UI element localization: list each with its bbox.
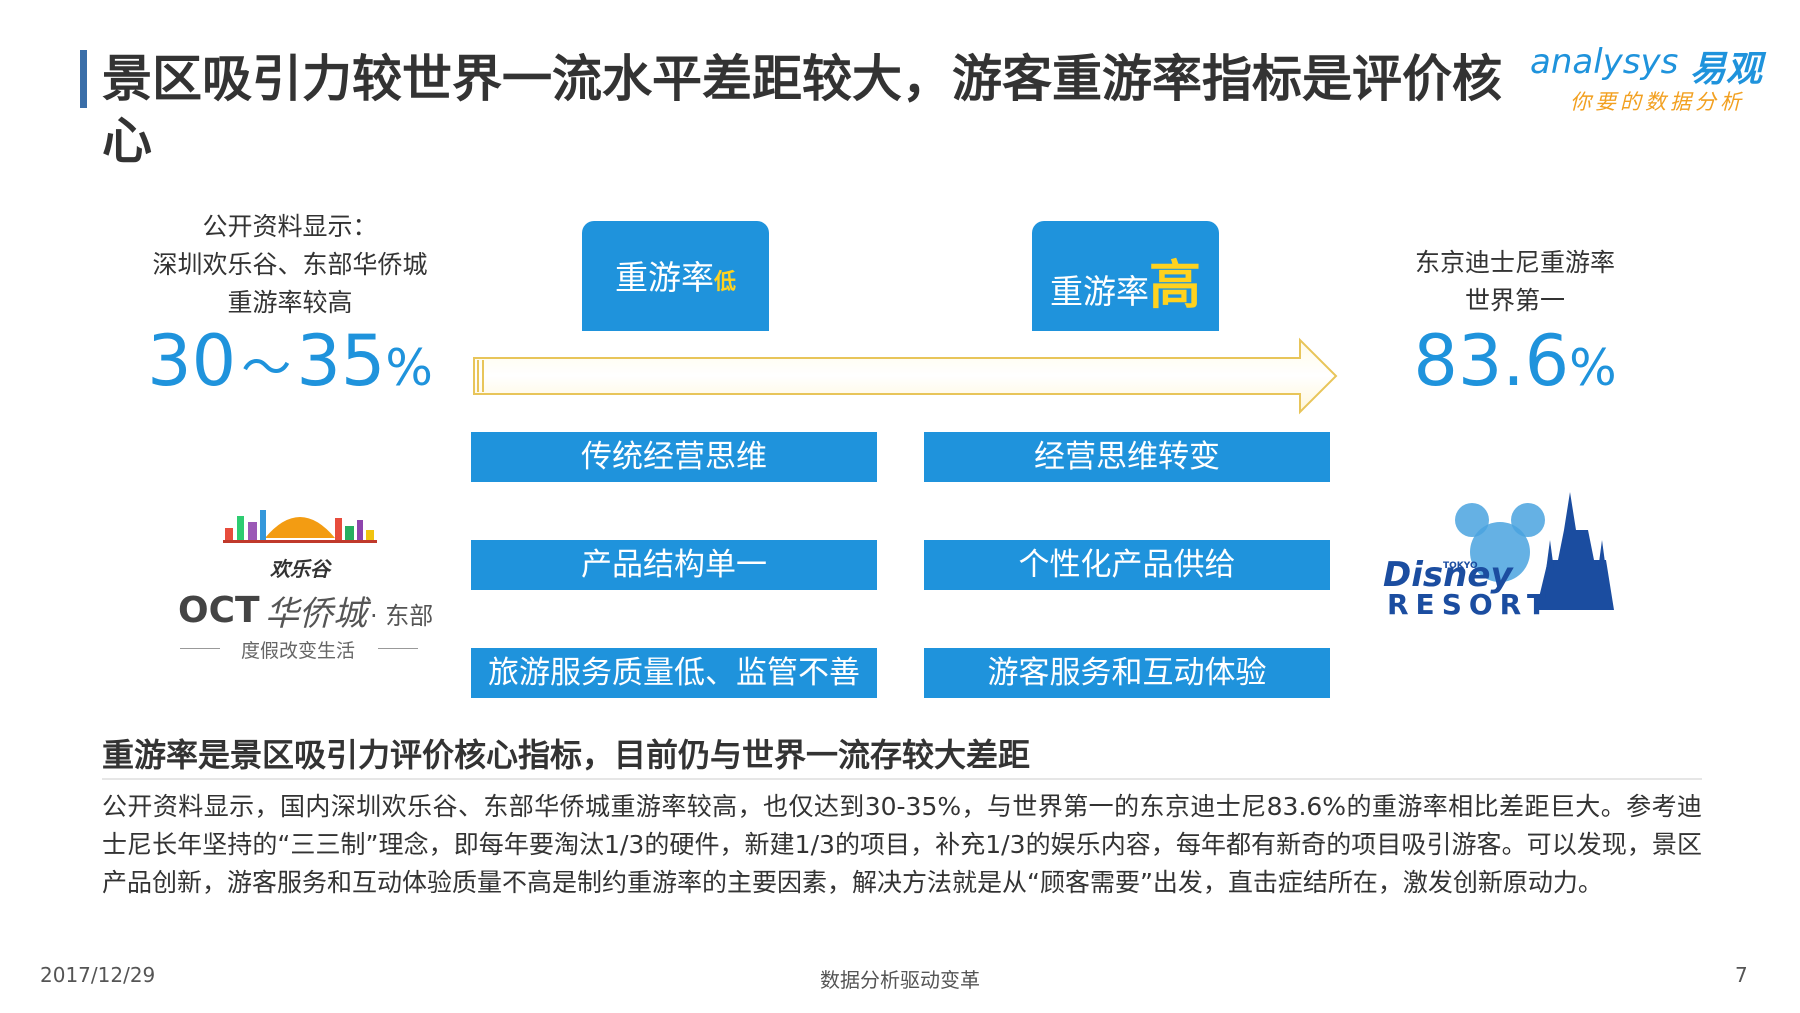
right-stat-value: 83.6% xyxy=(1380,320,1650,402)
header-box-high: 重游率高 xyxy=(1032,221,1219,331)
left-stat-caption: 公开资料显示： 深圳欢乐谷、东部华侨城 重游率较高 xyxy=(100,208,480,322)
left-stat-value: 30 ～ 35% xyxy=(100,320,480,402)
header-high-tag: 高 xyxy=(1148,256,1201,316)
right-item-bar: 经营思维转变 xyxy=(924,432,1330,482)
disney-resort: RESORT xyxy=(1387,588,1554,621)
oct-slogan-divider xyxy=(378,648,418,649)
header-low-tag: 低 xyxy=(713,270,736,295)
happy-valley-name: 欢乐谷 xyxy=(270,557,330,581)
summary-body: 公开资料显示，国内深圳欢乐谷、东部华侨城重游率较高，也仅达到30-35%，与世界… xyxy=(102,792,1702,897)
right-item-bar: 游客服务和互动体验 xyxy=(924,648,1330,698)
left-item-bar: 产品结构单一 xyxy=(471,540,877,590)
page-number: 7 xyxy=(1735,963,1748,987)
left-caption-line: 深圳欢乐谷、东部华侨城 xyxy=(152,250,428,279)
logo-brand-cn: 易观 xyxy=(1690,49,1763,90)
logo-brand-en: analysys xyxy=(1530,42,1679,82)
summary-title: 重游率是景区吸引力评价核心指标，目前仍与世界一流存较大差距 xyxy=(102,736,1031,774)
logo-tagline: 你要的数据分析 xyxy=(1570,90,1745,114)
disney-tokyo: TOKYO xyxy=(1443,561,1478,571)
right-stat-caption: 东京迪士尼重游率 世界第一 xyxy=(1380,244,1650,320)
left-value-unit: % xyxy=(385,339,433,397)
footer-slogan: 数据分析驱动变革 xyxy=(820,968,980,992)
oct-suffix: · 东部 xyxy=(370,602,434,630)
left-item-bar: 传统经营思维 xyxy=(471,432,877,482)
oct-cn-name: 华侨城 xyxy=(265,594,367,634)
page-title: 景区吸引力较世界一流水平差距较大，游客重游率指标是评价核心 xyxy=(102,50,1502,170)
analysys-logo: analysys 易观 你要的数据分析 xyxy=(1530,42,1780,122)
left-caption-line: 公开资料显示： xyxy=(202,212,378,241)
left-value-low: 30 xyxy=(147,320,237,402)
left-value-separator: ～ xyxy=(241,339,292,397)
right-arrow-icon xyxy=(473,337,1338,415)
right-caption-line: 东京迪士尼重游率 xyxy=(1414,248,1615,277)
disney-wordmark: Disney xyxy=(1383,555,1513,595)
left-value-high: 35 xyxy=(296,320,386,402)
happy-valley-logo-icon xyxy=(223,510,377,543)
left-item-bar: 旅游服务质量低、监管不善 xyxy=(471,648,877,698)
header-low-label: 重游率 xyxy=(614,258,714,297)
footer-date: 2017/12/29 xyxy=(40,963,156,987)
header-box-low: 重游率低 xyxy=(582,221,769,331)
right-value-number: 83.6 xyxy=(1413,320,1570,402)
oct-mark: OCT xyxy=(178,590,260,631)
right-caption-line: 世界第一 xyxy=(1464,286,1565,315)
oct-slogan-divider xyxy=(180,648,220,649)
left-caption-line: 重游率较高 xyxy=(227,288,353,317)
disney-castle-logo-icon xyxy=(1455,492,1614,610)
header-high-label: 重游率 xyxy=(1049,272,1149,311)
title-accent-bar xyxy=(80,50,87,108)
oct-slogan: 度假改变生活 xyxy=(240,640,355,662)
right-value-unit: % xyxy=(1569,339,1617,397)
summary-divider xyxy=(102,778,1702,780)
right-item-bar: 个性化产品供给 xyxy=(924,540,1330,590)
